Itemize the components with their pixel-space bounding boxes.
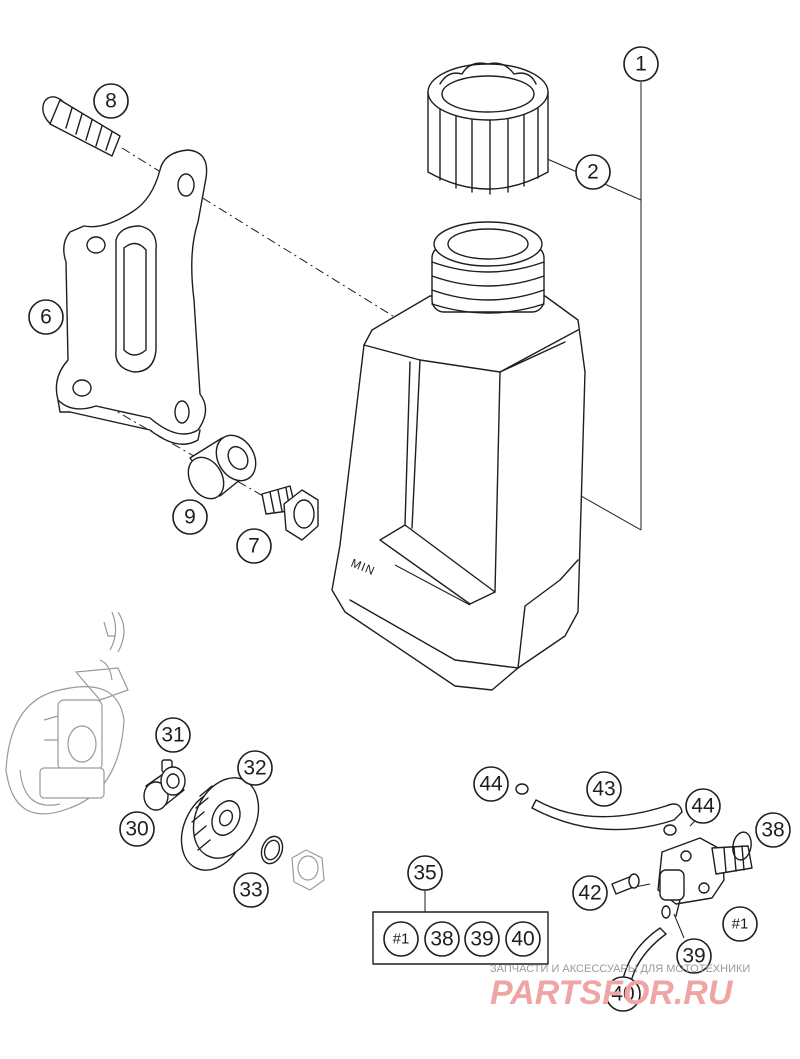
- kit-item-1: #1: [383, 921, 419, 957]
- callout-1: 1: [623, 46, 659, 82]
- bolt-7: [261, 485, 319, 541]
- clamp-44-b: [663, 824, 677, 836]
- svg-text:39: 39: [682, 945, 705, 968]
- kit-item-2: 38: [424, 921, 460, 957]
- sleeve-30: [143, 766, 186, 811]
- callout-31: 31: [155, 717, 191, 753]
- callout-2: 2: [575, 154, 611, 190]
- callout-39: 39: [676, 938, 712, 974]
- callout-44-a: 44: [473, 766, 509, 802]
- watermark-tagline: ЗАПЧАСТИ И АКСЕССУАРЫ ДЛЯ МОТОТЕХНИКИ: [490, 963, 750, 975]
- tank-cap: [427, 62, 549, 195]
- o-ring-38: [732, 831, 752, 861]
- callout-38: 38: [755, 812, 791, 848]
- callout-44-b: 44: [685, 788, 721, 824]
- hose-40: [621, 927, 667, 987]
- svg-text:38: 38: [430, 928, 453, 951]
- stator-assembly: [5, 611, 129, 815]
- callout-32: 32: [237, 750, 273, 786]
- grommet-9: [187, 434, 257, 500]
- svg-text:30: 30: [125, 818, 148, 841]
- callout-9: 9: [172, 499, 208, 535]
- callout-6: 6: [28, 299, 64, 335]
- svg-text:#1: #1: [732, 916, 749, 933]
- callout-35: 35: [407, 855, 443, 891]
- callout-43: 43: [586, 771, 622, 807]
- callout-40: 40: [605, 976, 641, 1012]
- kit-item-4: 40: [505, 921, 541, 957]
- watermark-logo: PARTSFOR.RU: [490, 974, 734, 1012]
- svg-text:44: 44: [479, 773, 503, 796]
- svg-text:43: 43: [592, 778, 615, 801]
- callout-33: 33: [233, 872, 269, 908]
- svg-text:38: 38: [761, 819, 784, 842]
- callout-30: 30: [119, 811, 155, 847]
- callout-42: 42: [572, 875, 608, 911]
- kit-item-3: 39: [464, 921, 500, 957]
- bracket-plate: [55, 149, 208, 445]
- svg-text:#1: #1: [393, 931, 410, 948]
- clamp-44-a: [515, 783, 529, 795]
- svg-text:8: 8: [105, 90, 117, 113]
- callout-8: 8: [93, 83, 129, 119]
- screw-8: [42, 96, 121, 157]
- svg-text:40: 40: [511, 928, 534, 951]
- svg-text:35: 35: [413, 862, 436, 885]
- hose-43: [531, 799, 683, 831]
- svg-text:9: 9: [184, 506, 196, 529]
- svg-text:44: 44: [691, 795, 715, 818]
- oil-tank: MIN: [331, 221, 586, 691]
- svg-text:40: 40: [611, 983, 634, 1006]
- svg-text:1: 1: [635, 53, 647, 76]
- callout-pump-1: #1: [722, 906, 758, 942]
- svg-text:6: 6: [40, 306, 52, 329]
- kit-box-35: [372, 911, 549, 965]
- oil-pump: [657, 837, 753, 917]
- nut: [291, 849, 325, 891]
- svg-text:7: 7: [248, 535, 260, 558]
- clip-39: [661, 905, 671, 919]
- svg-text:32: 32: [243, 757, 266, 780]
- svg-text:39: 39: [470, 928, 493, 951]
- watermark: ЗАПЧАСТИ И АКСЕССУАРЫ ДЛЯ МОТОТЕХНИКИ PA…: [490, 963, 750, 1012]
- circlip-33: [260, 835, 284, 865]
- svg-text:42: 42: [578, 882, 601, 905]
- pulley-32: [180, 777, 260, 871]
- svg-text:2: 2: [587, 161, 599, 184]
- svg-text:31: 31: [161, 724, 184, 747]
- svg-text:33: 33: [239, 879, 262, 902]
- callout-7: 7: [236, 528, 272, 564]
- screw-42: [611, 873, 640, 895]
